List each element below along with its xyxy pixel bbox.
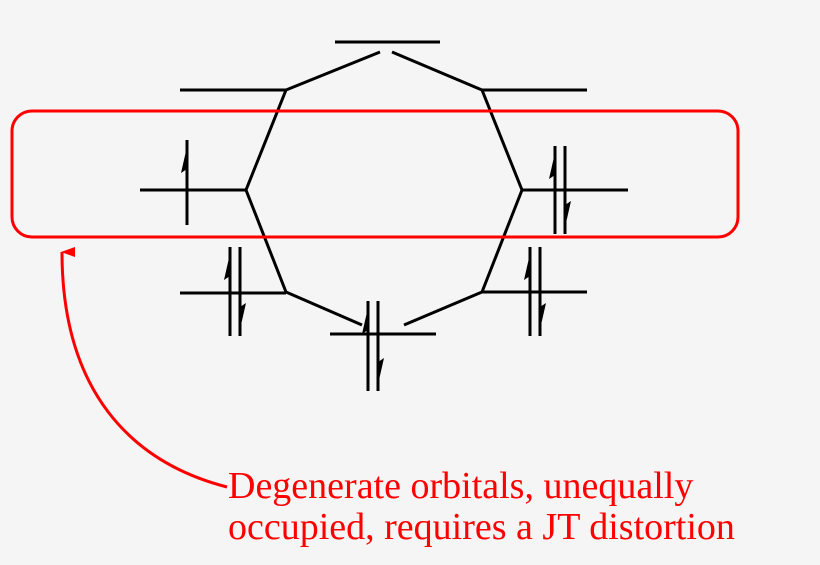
orbital-levels — [140, 40, 628, 336]
electron-spin-down-arrow-icon — [376, 301, 384, 391]
polygon-outline — [244, 50, 524, 327]
annotation-line-2: occupied, requires a JT distortion — [228, 506, 735, 548]
electron-spin-up-arrow-icon — [549, 146, 557, 234]
electron-spin-down-arrow-icon — [538, 247, 546, 336]
polygon-edge-left — [244, 50, 381, 327]
electron-spin-down-arrow-icon — [238, 247, 246, 336]
annotation-line-1: Degenerate orbitals, unequally — [228, 465, 693, 507]
electron-spin-down-arrow-icon — [563, 146, 571, 234]
electron-spin-up-arrow-icon — [181, 140, 189, 225]
electrons — [181, 140, 571, 391]
degenerate-orbitals-highlight-box — [10, 109, 740, 239]
electron-spin-up-arrow-icon — [362, 301, 370, 391]
electron-spin-up-arrow-icon — [524, 247, 532, 336]
annotation-arrow — [60, 246, 228, 489]
polygon-edge-right — [391, 50, 524, 327]
electron-spin-up-arrow-icon — [224, 247, 232, 336]
